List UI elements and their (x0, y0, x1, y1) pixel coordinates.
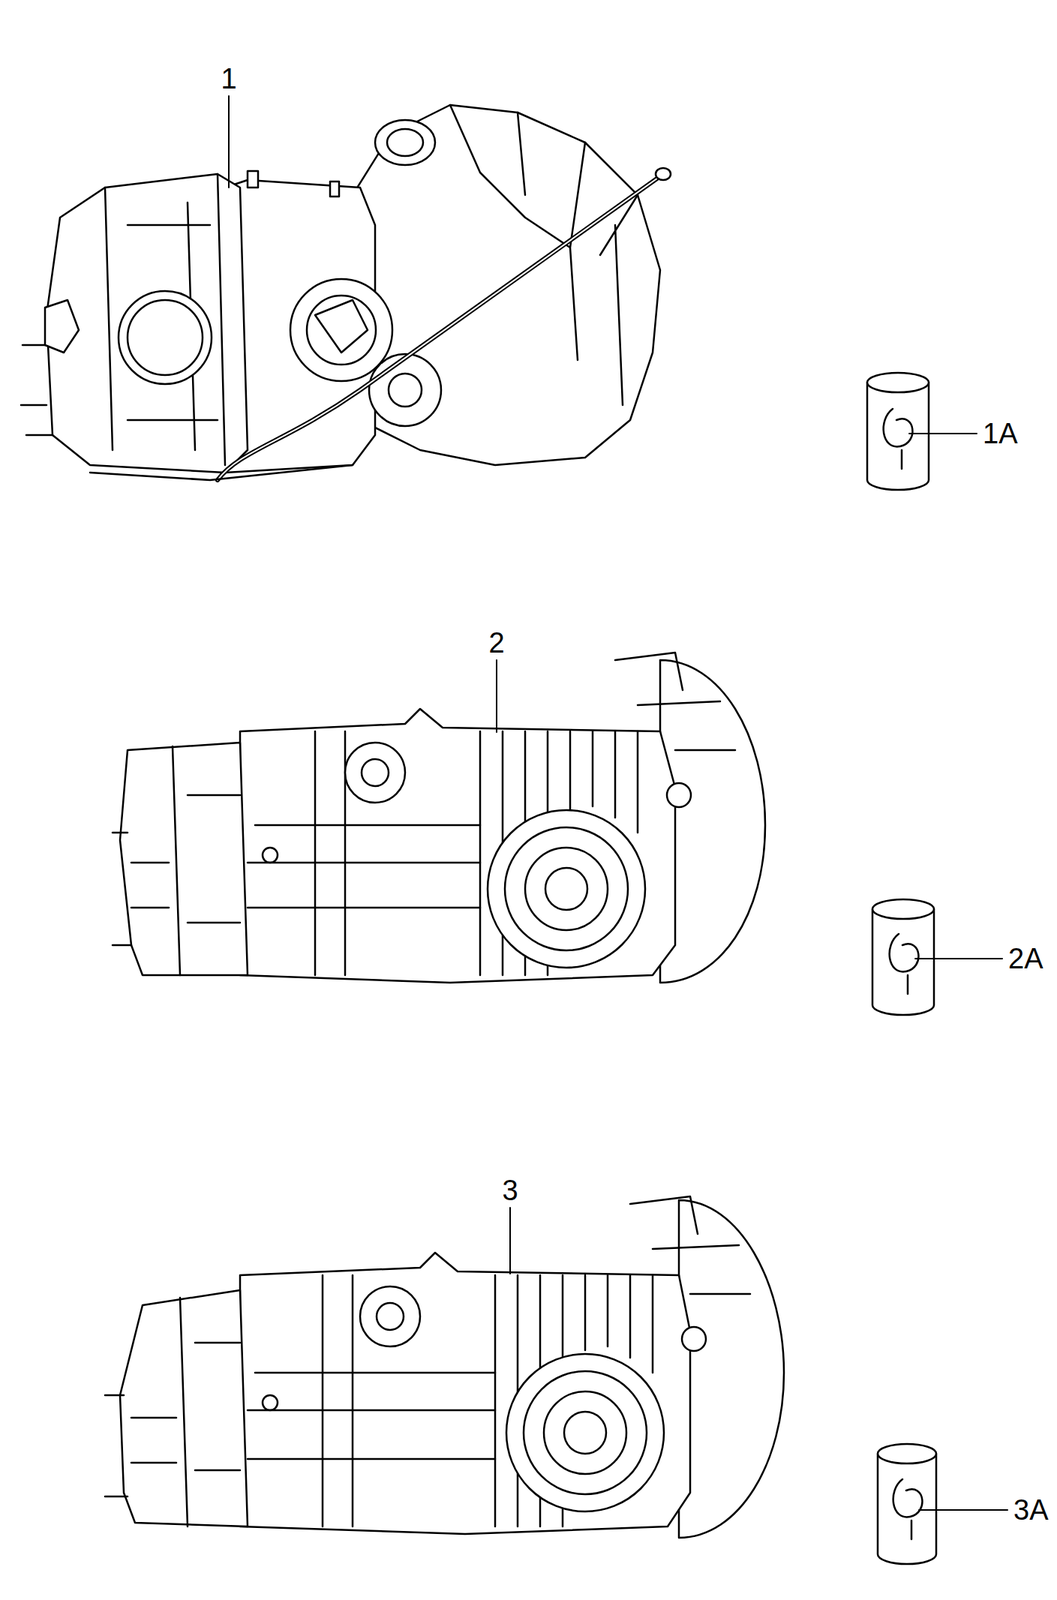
manual-transmission (105, 1196, 784, 1538)
callout-number: 2 (486, 628, 506, 658)
callout-number: 1A (981, 419, 1019, 448)
callout-number: 3 (500, 1176, 520, 1205)
leader-line (228, 96, 1008, 1511)
oil-can (872, 899, 934, 1015)
manual-transmission (112, 652, 766, 983)
automatic-transmission (21, 105, 671, 481)
callout-number: 2A (1006, 944, 1045, 973)
oil-can (867, 372, 929, 490)
callout-number: 1 (219, 64, 238, 94)
oil-can (877, 1444, 937, 1565)
callout-number: 3A (1011, 1495, 1050, 1525)
